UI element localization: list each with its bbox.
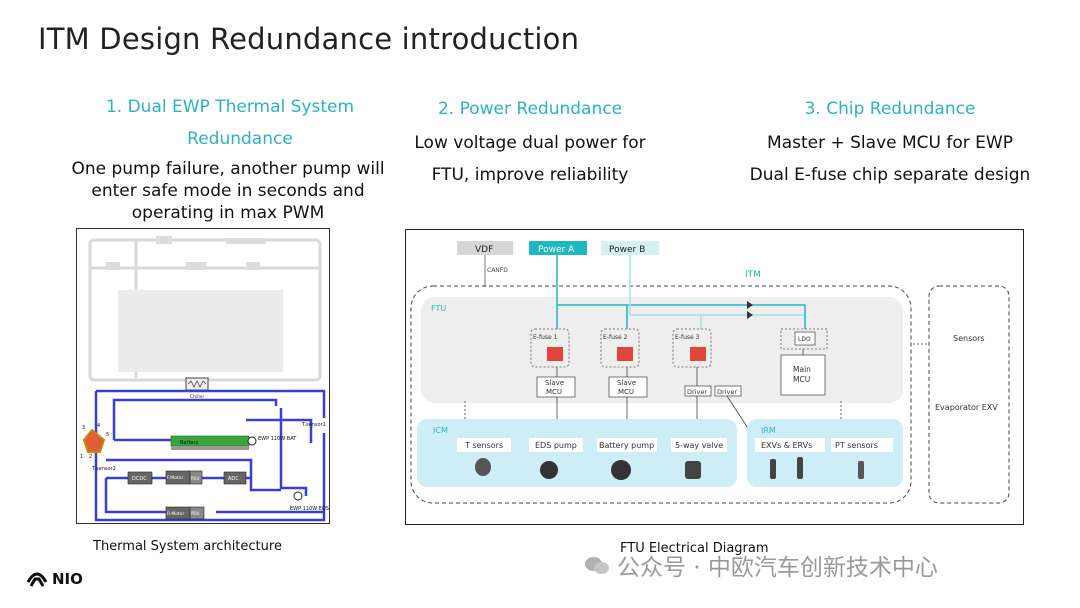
page-title: ITM Design Redundance introduction (38, 22, 580, 56)
evaporator-label: Evaporator EXV (935, 403, 998, 412)
node-1: 1 (80, 454, 83, 460)
driver-2-label: Driver (717, 388, 737, 396)
slave-mcu-2-line2: MCU (618, 388, 634, 396)
node-5: 5 (106, 432, 109, 438)
itm-label: ITM (745, 270, 761, 280)
col3-heading: 3. Chip Redundance (804, 99, 976, 119)
ewp-bat-label: EWP 110W BAT (258, 436, 297, 442)
watermark-text: 公众号 · 中欧汽车创新技术中心 (617, 555, 938, 581)
main-mcu-line2: MCU (793, 375, 810, 384)
chiller-label: Chiller (190, 394, 205, 400)
thermal-caption: Thermal System architecture (93, 539, 282, 554)
col1-heading-line2: Redundance (187, 129, 293, 149)
pdu-label-2: PDU (191, 511, 199, 516)
eds-pump-label: EDS pump (535, 441, 577, 450)
col2-text-line1: Low voltage dual power for (414, 133, 646, 153)
efuse2-label: E-fuse 2 (603, 334, 628, 341)
ftu-caption: FTU Electrical Diagram (620, 541, 769, 556)
col2-heading: 2. Power Redundance (437, 99, 623, 119)
adc-label: ADC (228, 476, 239, 482)
rmotor-label: R.Motor (167, 511, 185, 517)
sensors-label: Sensors (953, 334, 985, 343)
exvs-label: EXVs & ERVs (761, 441, 812, 450)
slave-mcu-1-line2: MCU (546, 388, 562, 396)
tsensor2-label: T.sensor2 (91, 466, 116, 472)
pdu-label-1: PDU (191, 476, 199, 481)
fmotor-label: F.Motor (167, 475, 183, 481)
node-4: 4 (97, 423, 100, 429)
thermal-system-diagram: Chiller Battery EWP 110W BAT 3 4 5 1 2 T… (76, 228, 330, 524)
ewp-eds-label: EWP 110W EDS (290, 506, 329, 512)
vdf-label: VDF (475, 245, 493, 255)
brand-text: NIO (52, 570, 83, 588)
power-a-label: Power A (538, 245, 575, 255)
tsensor1-label: T.sensor1 (301, 422, 326, 428)
ldo-label: LDO (798, 336, 811, 343)
ftu-label: FTU (431, 304, 446, 313)
watermark: 公众号 · 中欧汽车创新技术中心 (585, 548, 938, 582)
t-sensors-label: T sensors (464, 441, 503, 450)
nio-logo-icon (26, 572, 48, 587)
slave-mcu-1-line1: Slave (545, 379, 564, 387)
canfd-label: CANFD (487, 267, 508, 274)
node-2: 2 (89, 454, 92, 460)
power-b-label: Power B (609, 245, 645, 255)
col1-text: One pump failure, another pump will ente… (71, 159, 385, 224)
col3-text-line2: Dual E-fuse chip separate design (749, 165, 1031, 185)
efuse3-label: E-fuse 3 (675, 334, 700, 341)
main-mcu-line1: Main (793, 365, 811, 374)
driver-1-label: Driver (687, 388, 707, 396)
irm-label: IRM (761, 426, 776, 435)
way-valve-label: 5-way valve (675, 441, 723, 450)
icm-label: ICM (433, 426, 448, 435)
efuse1-label: E-fuse 1 (533, 334, 558, 341)
pt-sensors-label: PT sensors (835, 441, 878, 450)
slave-mcu-2-line1: Slave (617, 379, 636, 387)
node-3: 3 (82, 425, 85, 431)
ftu-electrical-diagram: VDF Power A Power B CANFD ITM FTU E-fuse… (405, 229, 1024, 525)
wechat-icon (585, 555, 611, 575)
dcdc-label: DCDC (132, 476, 147, 482)
col1-heading-line1: 1. Dual EWP Thermal System (105, 97, 355, 117)
battery-pump-label: Battery pump (599, 441, 654, 450)
nio-logo: NIO (26, 570, 83, 588)
battery-label: Battery (180, 440, 199, 446)
col2-text-line2: FTU, improve reliability (431, 165, 629, 185)
col3-text-line1: Master + Slave MCU for EWP (767, 133, 1013, 153)
